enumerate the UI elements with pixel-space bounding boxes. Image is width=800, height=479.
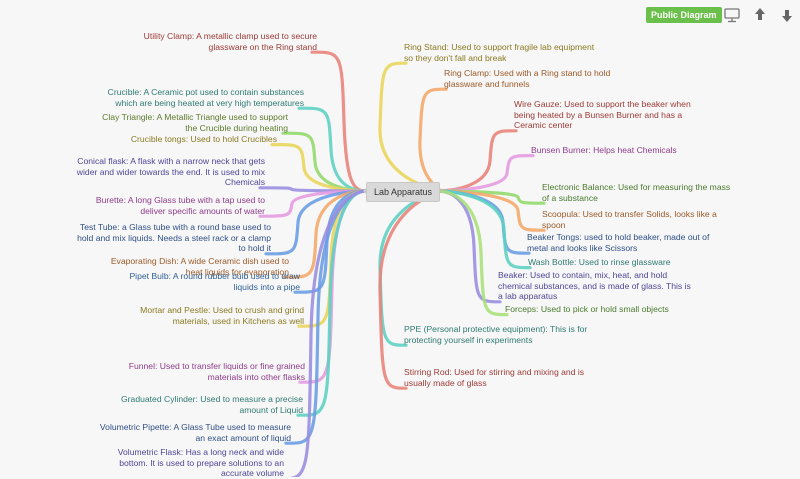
node-text-line: which are being heated at very high temp… (115, 97, 304, 108)
node-text-line: PPE (Personal protective equipment): Thi… (404, 324, 588, 334)
node-text-line: materials, used in Kitchens as well (172, 315, 304, 326)
node-text-line: protecting yourself in experiments (404, 334, 533, 345)
node-text-line: Pipet Bulb: A round rubber bulb used to … (129, 271, 300, 281)
node-text-line: Wash Bottle: Used to rinse glassware (528, 257, 671, 267)
node-text-line: Crucible: A Ceramic pot used to contain … (107, 87, 304, 97)
mindmap-node[interactable]: Graduated Cylinder: Used to measure a pr… (121, 394, 303, 415)
node-text-line: Ring Stand: Used to support fragile lab … (404, 42, 595, 52)
node-text-line: Electronic Balance: Used for measuring t… (542, 182, 731, 192)
mindmap-node[interactable]: Beaker Tongs: used to hold beaker, made … (527, 232, 709, 253)
branch-connector (436, 129, 518, 193)
branch-connector (436, 189, 509, 317)
node-text-line: wider and wider towards the end. It is u… (76, 166, 265, 177)
mindmap-node[interactable]: Beaker: Used to contain, mix, heat, and … (498, 270, 691, 302)
node-text-line: Funnel: Used to transfer liquids or fine… (128, 361, 305, 371)
node-text-line: Stirring Rod: Used for stirring and mixi… (404, 367, 585, 377)
node-text-line: spoon (542, 219, 566, 230)
mindmap-node[interactable]: Scoopula: Used to transfer Solids, looks… (542, 209, 717, 230)
mindmap-node[interactable]: Crucible: A Ceramic pot used to contain … (108, 87, 304, 108)
node-text-line: Utility Clamp: A metallic clamp used to … (143, 31, 317, 41)
node-text-line: Bunsen Burner: Helps heat Chemicals (531, 145, 677, 155)
branch-connector (418, 87, 448, 193)
node-text-line: metal and looks like Scissors (527, 242, 638, 253)
branch-connector (378, 189, 441, 347)
central-topic[interactable]: Lab Apparatus (366, 182, 440, 202)
node-text-line: Graduated Cylinder: Used to measure a pr… (121, 394, 303, 404)
node-text-line: bottom. It is used to prepare solutions … (119, 457, 284, 468)
mindmap-node[interactable]: Bunsen Burner: Helps heat Chemicals (531, 145, 677, 156)
mindmap-node[interactable]: Stirring Rod: Used for stirring and mixi… (404, 367, 584, 388)
node-text-line: Wire Gauze: Used to support the beaker w… (514, 99, 691, 109)
node-text-line: deliver specific amounts of water (140, 205, 265, 216)
branch-connector (378, 189, 441, 390)
node-text-line: Ceramic center (514, 120, 573, 131)
node-text-line: glassware on the Ring stand (208, 41, 317, 52)
node-text-line: Beaker Tongs: used to hold beaker, made … (527, 232, 710, 242)
mindmap-node[interactable]: Funnel: Used to transfer liquids or fine… (129, 361, 305, 382)
node-text-line: the Crucible during heating (185, 122, 288, 133)
monitor-icon[interactable] (722, 6, 742, 24)
node-text-line: Ring Clamp: Used with a Ring stand to ho… (444, 68, 611, 78)
mindmap-node[interactable]: Forceps: Used to pick or hold small obje… (505, 304, 669, 315)
node-text-line: to hold it (238, 243, 272, 254)
node-text-line: Volumetric Pipette: A Glass Tube used to… (99, 422, 291, 432)
node-text-line: Volumetric Flask: Has a long neck and wi… (117, 447, 284, 457)
branch-connector (310, 50, 368, 193)
mindmap-node[interactable]: Electronic Balance: Used for measuring t… (542, 182, 730, 203)
node-text-line: Mortar and Pestle: Used to crush and gri… (140, 305, 304, 315)
node-text-line: of a substance (542, 192, 598, 203)
node-text-line: Clay Triangle: A Metallic Triangle used … (102, 112, 288, 122)
node-text-line: Forceps: Used to pick or hold small obje… (505, 304, 669, 314)
node-text-line: hold and mix liquids. Needs a steel rack… (77, 232, 271, 243)
mindmap-node[interactable]: Wash Bottle: Used to rinse glassware (528, 257, 671, 268)
mindmap-node[interactable]: Conical flask: A flask with a narrow nec… (77, 156, 265, 188)
mindmap-node[interactable]: Test Tube: a Glass tube with a round bas… (77, 222, 271, 254)
node-text-line: Evaporating Dish: A wide Ceramic dish us… (110, 256, 289, 266)
mindmap-node[interactable]: Volumetric Pipette: A Glass Tube used to… (100, 422, 291, 443)
mindmap-node[interactable]: Crucible tongs: Used to hold Crucibles (131, 134, 277, 145)
branch-connector (436, 189, 532, 270)
node-text-line: heat liquids for evaporation (185, 266, 289, 277)
mindmap-node[interactable]: Burette: A long Glass tube with a tap us… (96, 195, 265, 216)
mindmap-node[interactable]: Evaporating Dish: A wide Ceramic dish us… (111, 256, 289, 277)
node-text-line: Beaker: Used to contain, mix, heat, and … (498, 270, 668, 280)
upload-icon[interactable] (750, 6, 770, 24)
node-text-line: Test Tube: a Glass tube with a round bas… (79, 222, 271, 232)
mindmap-node[interactable]: Pipet Bulb: A round rubber bulb used to … (129, 271, 300, 292)
node-text-line: Burette: A long Glass tube with a tap us… (95, 195, 265, 205)
node-text-line: glassware and funnels (444, 78, 530, 89)
node-text-line: liquids into a pipe (233, 281, 300, 292)
download-icon[interactable] (777, 6, 797, 24)
node-text-line: a lab apparatus (498, 291, 558, 302)
node-text-line: usually made of glass (404, 377, 487, 388)
public-diagram-badge[interactable]: Public Diagram (646, 7, 722, 23)
node-text-line: an exact amount of liquid (195, 432, 291, 443)
node-text-line: chemical substances, and is made of glas… (498, 280, 691, 291)
node-text-line: being heated by a Bunsen Burner and has … (514, 109, 683, 120)
mindmap-node[interactable]: Mortar and Pestle: Used to crush and gri… (140, 305, 304, 326)
node-text-line: amount of Liquid (239, 404, 303, 415)
mindmap-node[interactable]: Ring Stand: Used to support fragile lab … (404, 42, 594, 63)
node-text-line: Crucible tongs: Used to hold Crucibles (130, 134, 277, 144)
mindmap-node[interactable]: Wire Gauze: Used to support the beaker w… (514, 99, 691, 131)
mindmap-node[interactable]: Ring Clamp: Used with a Ring stand to ho… (444, 68, 610, 89)
node-text-line: Chemicals (224, 177, 265, 188)
node-text-line: Conical flask: A flask with a narrow nec… (77, 156, 265, 166)
node-text-line: accurate volume (220, 468, 284, 479)
mindmap-node[interactable]: Volumetric Flask: Has a long neck and wi… (118, 447, 284, 479)
node-text-line: materials into other flasks (207, 371, 305, 382)
branch-connector (378, 61, 441, 193)
mindmap-node[interactable]: Utility Clamp: A metallic clamp used to … (144, 31, 317, 52)
mindmap-node[interactable]: Clay Triangle: A Metallic Triangle used … (102, 112, 288, 133)
branch-connector (289, 189, 368, 477)
node-text-line: Scoopula: Used to transfer Solids, looks… (542, 209, 717, 219)
node-text-line: so they don't fall and break (404, 52, 507, 63)
mindmap-node[interactable]: PPE (Personal protective equipment): Thi… (404, 324, 587, 345)
